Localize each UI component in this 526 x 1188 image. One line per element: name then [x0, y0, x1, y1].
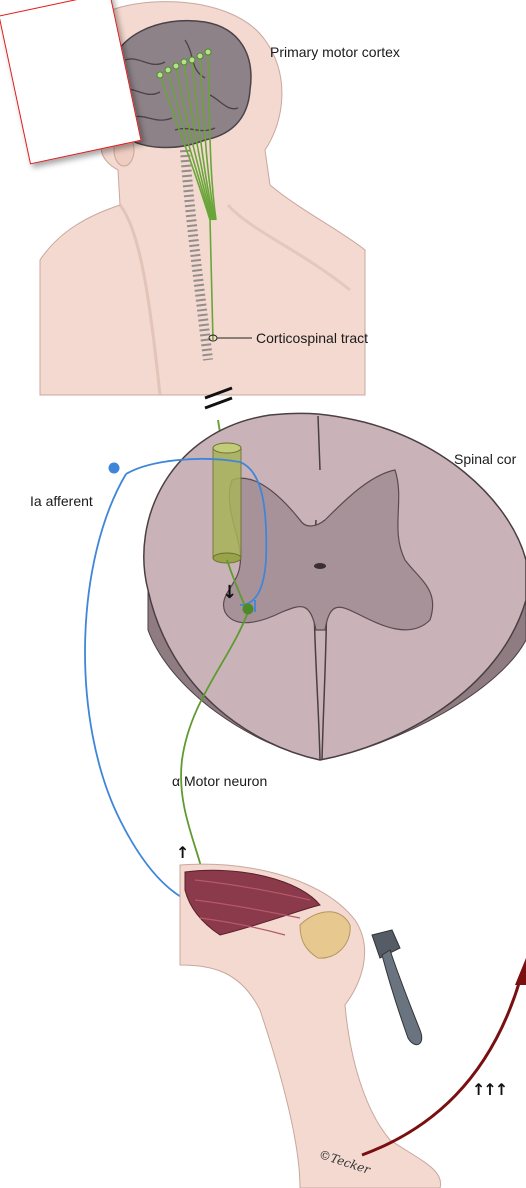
- muscle-stretch-arrow: ↑: [176, 843, 189, 862]
- reflex-kick-arrow: [362, 980, 520, 1155]
- label-primary-motor-cortex: Primary motor cortex: [270, 44, 400, 60]
- reflex-strength-arrows: ↑↑↑: [472, 1080, 506, 1099]
- motor-neuron-soma: [243, 604, 254, 615]
- label-spinal-cord: Spinal cor: [454, 451, 516, 467]
- label-ia-afferent: Ia afferent: [30, 493, 93, 509]
- label-alpha-motor-neuron: α Motor neuron: [172, 773, 267, 789]
- inhibition-arrow: ↓: [222, 582, 237, 603]
- leg: [180, 864, 441, 1188]
- ia-receptor: [109, 463, 120, 474]
- reflex-kick-arrowhead: [515, 958, 526, 985]
- label-corticospinal-tract: Corticospinal tract: [256, 330, 368, 346]
- reflex-hammer: [372, 930, 422, 1045]
